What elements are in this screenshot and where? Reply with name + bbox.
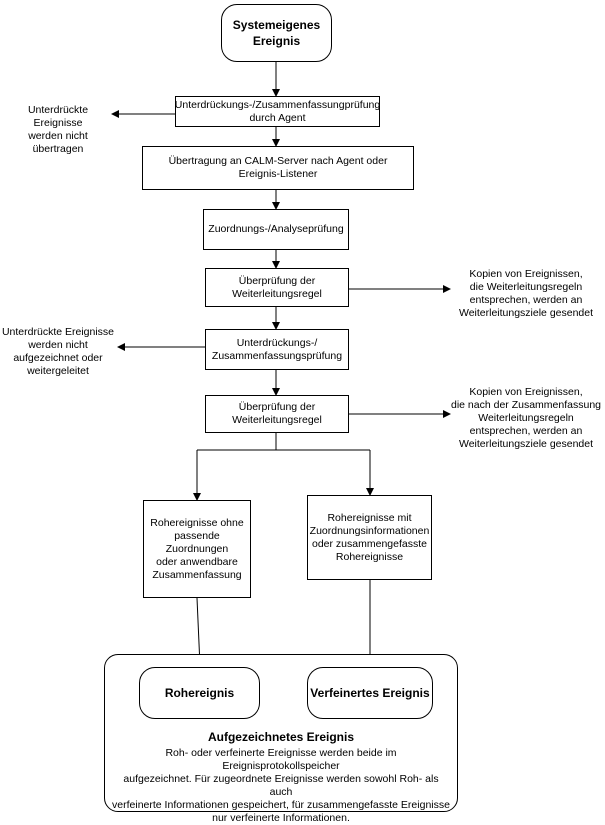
node-suppression-2: Unterdrückungs-/ Zusammenfassungsprüfung xyxy=(205,329,349,370)
note-suppressed-not-recorded: Unterdrückte Ereignisse werden nicht auf… xyxy=(1,326,115,377)
node-raw-without-mapping: Rohereignisse ohne passende Zuordnungen … xyxy=(143,500,251,598)
node-raw-with-mapping: Rohereignisse mit Zuordnungsinformatione… xyxy=(307,495,432,580)
node-refined-event: Verfeinertes Ereignis xyxy=(307,667,433,719)
node-forward-check-1: Überprüfung der Weiterleitungsregel xyxy=(205,268,349,307)
node-forward-check-2: Überprüfung der Weiterleitungsregel xyxy=(205,395,349,433)
note-forward-copies-1: Kopien von Ereignissen, die Weiterleitun… xyxy=(458,268,594,319)
node-raw-event: Rohereignis xyxy=(139,667,260,719)
node-transfer-calm: Übertragung an CALM-Server nach Agent od… xyxy=(142,146,414,190)
note-forward-copies-2: Kopien von Ereignissen, die nach der Zus… xyxy=(451,386,601,450)
recorded-event-title: Aufgezeichnetes Ereignis xyxy=(207,730,355,744)
node-suppression-agent: Unterdrückungs-/Zusammenfassungprüfung d… xyxy=(175,96,380,127)
node-native-event: Systemeigenes Ereignis xyxy=(221,4,332,62)
recorded-event-description: Roh- oder verfeinerte Ereignisse werden … xyxy=(112,747,450,824)
note-suppressed-not-sent: Unterdrückte Ereignisse werden nicht übe… xyxy=(27,104,89,155)
recorded-event-container: Rohereignis Verfeinertes Ereignis Aufgez… xyxy=(104,654,458,824)
node-mapping-analysis: Zuordnungs-/Analyseprüfung xyxy=(203,209,349,250)
